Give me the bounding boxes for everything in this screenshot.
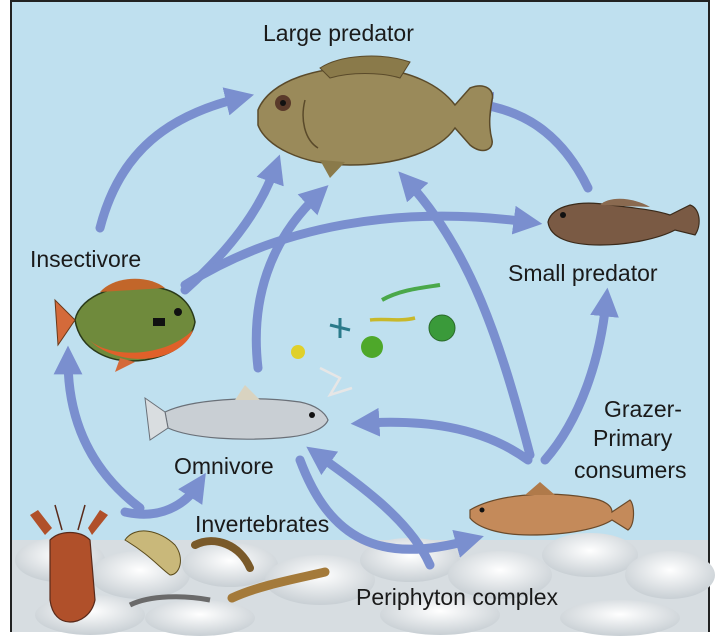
grazer-fish [470,482,634,535]
arrow-omnivore-to-large-predator [256,195,318,368]
label-periphyton: Periphyton complex [356,584,558,610]
label-large-predator: Large predator [263,20,414,46]
label-grazer-line3: consumers [574,457,686,483]
arrow-insectivore-to-large-predator [100,98,240,228]
large-predator-fish [258,56,493,178]
label-insectivore: Insectivore [30,246,141,272]
insectivore-fish [55,279,195,372]
arrow-grazer-to-omnivore [365,422,528,460]
algae-cluster [291,285,455,395]
small-predator-fish [548,199,699,245]
label-small-predator: Small predator [508,260,658,286]
label-invertebrates: Invertebrates [195,511,329,537]
label-omnivore: Omnivore [174,453,274,479]
arrow-insectivore-to-small-predator [185,216,528,285]
omnivore-fish [145,385,328,440]
label-grazer-line2: Primary [593,425,673,451]
arrow-invertebrates-to-insectivore [68,360,140,508]
label-grazer-line1: Grazer- [604,396,682,422]
arrow-small-predator-to-large-predator [478,104,588,188]
